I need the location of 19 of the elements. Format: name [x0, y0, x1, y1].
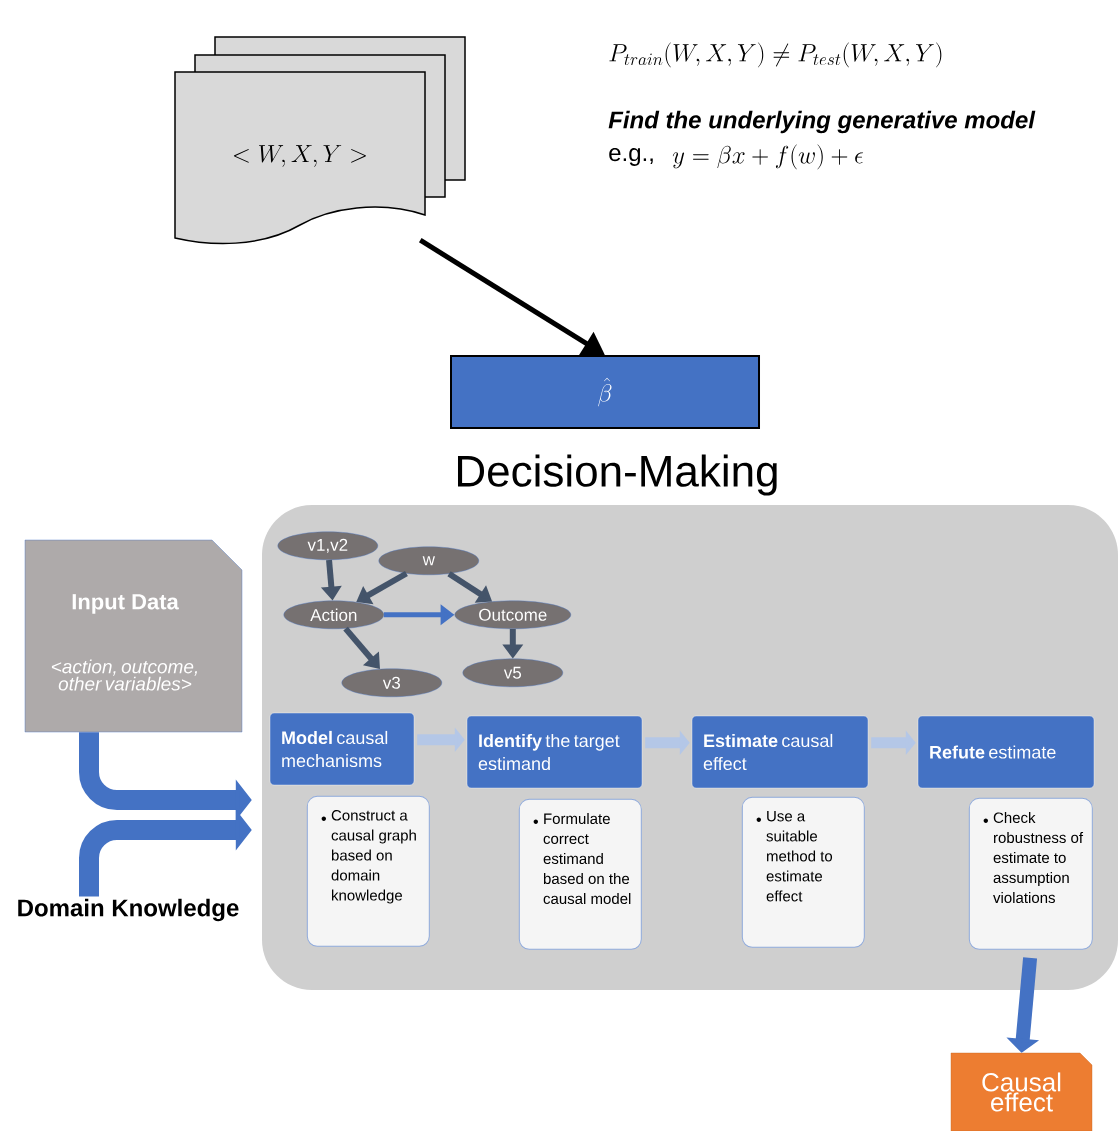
bullet-card: Construct a causal graph based on domain knowledge: [306, 795, 430, 947]
result-box: Causal effect: [950, 1052, 1093, 1131]
step-box: Model causal mechanisms: [269, 712, 415, 786]
arrow: [343, 626, 380, 669]
bold-label: Domain Knowledge: [18, 898, 239, 922]
caption: Decision-Making: [458, 454, 777, 496]
bullet-card: Formulate correct estimand based on the causal model: [518, 798, 642, 950]
data-card: Input Data <action, outcome, other variables>: [24, 539, 243, 733]
step-box: Estimate causal effect: [691, 715, 869, 789]
estimate-box: $\hat{\beta}$: [450, 355, 760, 429]
step-box: Refute estimate: [917, 715, 1095, 789]
formula: $P_{train}(W,X,Y) \neq P_{test}(W,X,Y)$: [609, 42, 942, 68]
document-stack: $<W,X,Y>$: [174, 36, 466, 245]
label: e.g.,: [609, 148, 653, 166]
heading: Find the underlying generative model: [608, 110, 1036, 134]
step-box: Identify the target estimand: [466, 715, 643, 789]
bullet-card: Use a suitable method to estimate effect: [741, 796, 865, 948]
bullet-card: Check robustness of estimate to assumption violations: [968, 797, 1093, 950]
formula: $y = \beta x + f(w) + \epsilon$: [672, 144, 864, 170]
